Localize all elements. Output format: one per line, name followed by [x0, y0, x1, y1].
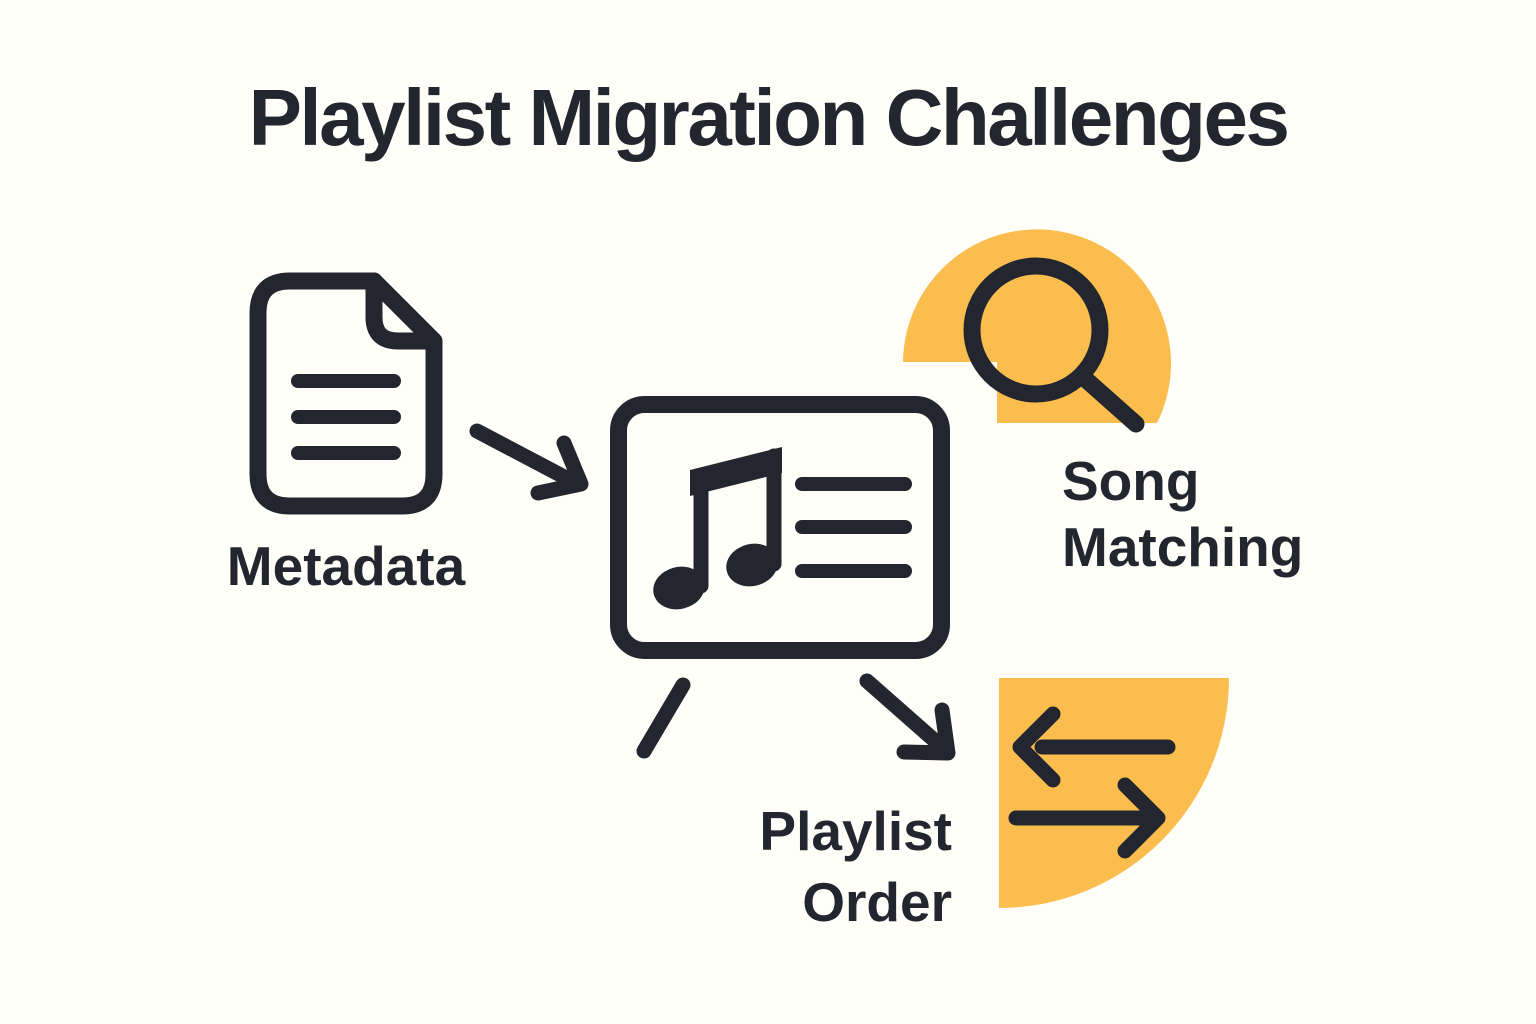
- search-icon: [963, 257, 1145, 433]
- arrow-right: [1008, 777, 1166, 859]
- card-text-lines: [795, 477, 912, 578]
- arrow-left: [1012, 706, 1176, 788]
- playlist-order-quarter-disc: [999, 678, 1229, 908]
- playlist-order-label: Playlist Order: [759, 796, 952, 938]
- song-matching-label: Song Matching: [1062, 448, 1303, 580]
- playlist-order-label-line2: Order: [802, 871, 952, 933]
- doc-to-card-arrow: [469, 423, 589, 501]
- document-fold: [365, 272, 442, 350]
- search-handle: [1073, 367, 1145, 433]
- document-outline: [249, 272, 443, 515]
- note-head-left: [653, 566, 705, 610]
- card-connector-line: [636, 677, 691, 759]
- document-text-lines: [291, 374, 401, 460]
- note-head-right: [726, 543, 778, 587]
- card-to-order-arrow: [859, 673, 956, 761]
- metadata-label: Metadata: [226, 535, 466, 597]
- music-card-icon: [610, 396, 950, 659]
- song-matching-blob: [903, 229, 1171, 423]
- card-outline: [610, 396, 950, 659]
- note-beam: [690, 447, 782, 496]
- page-title: Playlist Migration Challenges: [248, 73, 1290, 162]
- document-icon: [249, 272, 443, 515]
- swap-arrows-icon: [1008, 706, 1176, 859]
- search-lens: [963, 257, 1109, 403]
- song-matching-label-line1: Song: [1062, 450, 1200, 512]
- music-note-icon: [653, 447, 782, 610]
- song-matching-label-line2: Matching: [1062, 516, 1304, 578]
- playlist-order-label-line1: Playlist: [759, 800, 952, 862]
